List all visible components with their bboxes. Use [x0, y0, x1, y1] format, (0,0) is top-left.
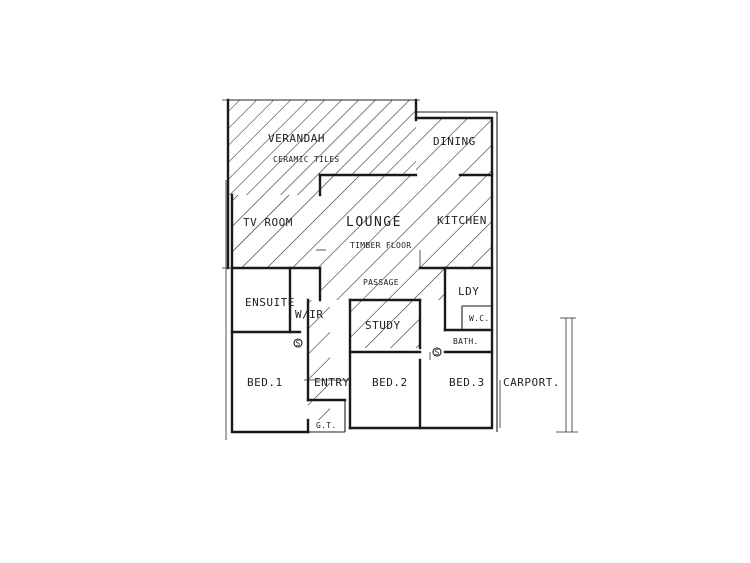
room-label-kitchen: KITCHEN: [437, 214, 487, 227]
room-label-bed2: BED.2: [372, 376, 408, 389]
svg-text:S: S: [296, 339, 301, 348]
room-label-bath: BATH.: [453, 337, 479, 346]
room-label-verandah: VERANDAH: [268, 132, 325, 145]
room-label-bed3: BED.3: [449, 376, 485, 389]
room-label-dining: DINING: [433, 135, 476, 148]
construction-lines: [222, 99, 578, 440]
room-label-lounge: LOUNGE: [346, 215, 402, 230]
room-label-timber-floor: TIMBER FLOOR: [350, 241, 411, 250]
room-label-ensuite: ENSUITE: [245, 296, 295, 309]
room-label-study: STUDY: [365, 319, 401, 332]
room-label-entry: ENTRY: [314, 376, 350, 389]
room-label-gt: G.T.: [316, 421, 336, 430]
room-label-wc: W.C.: [469, 314, 489, 323]
room-label-carport: CARPORT.: [503, 376, 560, 389]
room-label-ldy: LDY: [458, 285, 479, 298]
smoke-detector-icon: S: [293, 338, 303, 348]
room-label-passage: PASSAGE: [363, 278, 399, 287]
timber-floor-hatch: [232, 118, 492, 420]
verandah-hatch: [228, 100, 416, 195]
smoke-detector-icon: S: [432, 347, 442, 357]
room-label-tv-room: TV ROOM: [243, 216, 293, 229]
room-label-bed1: BED.1: [247, 376, 283, 389]
interior-walls: [230, 173, 494, 433]
svg-text:S: S: [435, 348, 440, 357]
room-label-wir: W/IR: [295, 308, 324, 321]
room-label-ceramic-tiles: CERAMIC TILES: [273, 155, 340, 164]
